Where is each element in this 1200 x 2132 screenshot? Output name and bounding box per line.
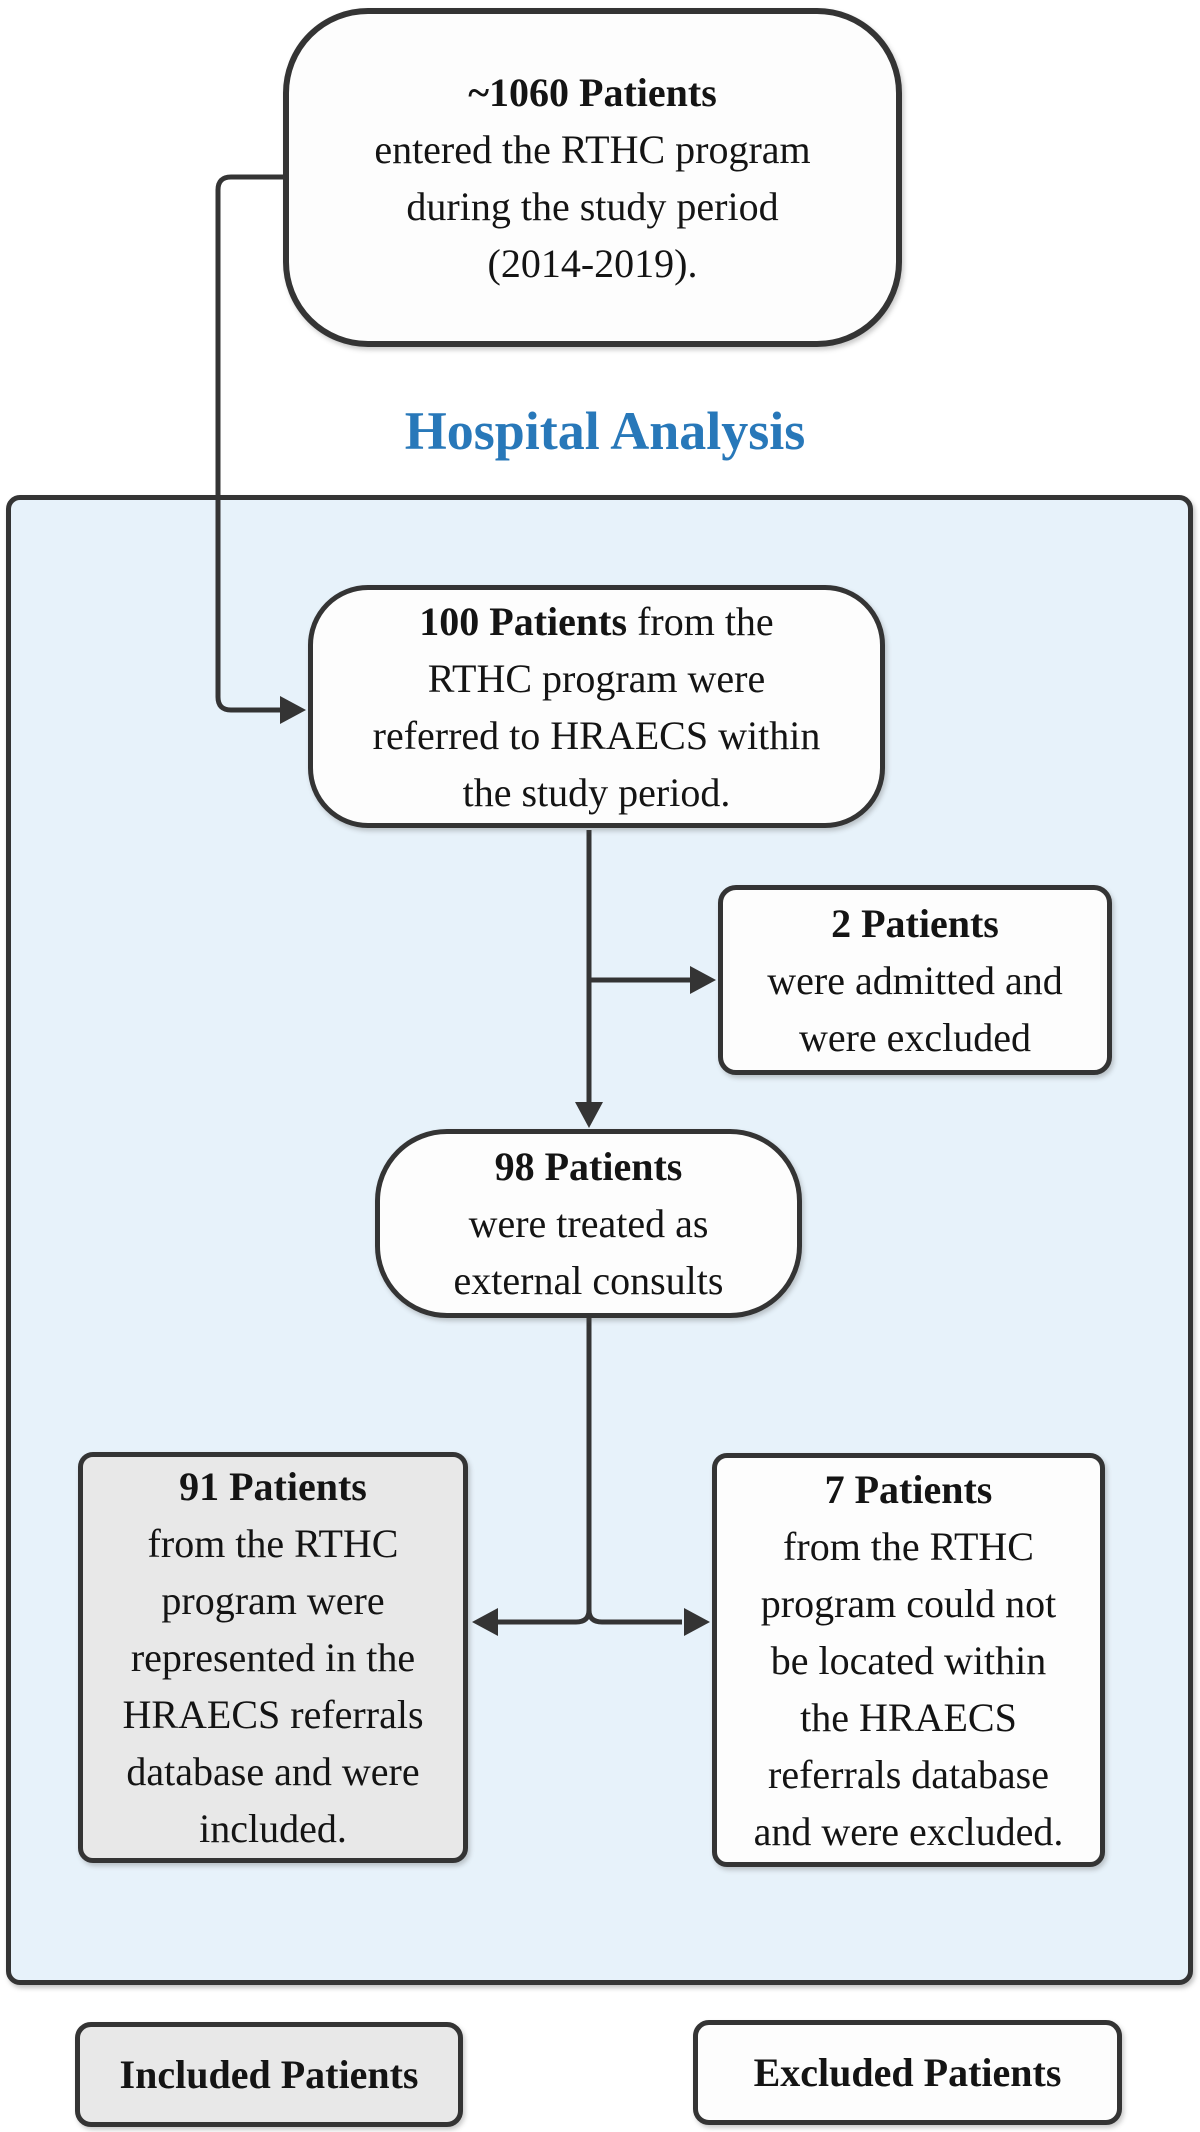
legend-included-label: Included Patients bbox=[119, 2052, 419, 2097]
node-referred-count: 100 Patients bbox=[419, 598, 628, 644]
legend-included-patients: Included Patients bbox=[75, 2022, 463, 2127]
node-entry-count: ~1060 Patients bbox=[468, 69, 717, 115]
node-external-count: 98 Patients bbox=[494, 1144, 683, 1189]
node-excluded-count: 7 Patients bbox=[824, 1466, 993, 1512]
node-included-count: 91 Patients bbox=[179, 1464, 367, 1509]
legend-excluded-patients: Excluded Patients bbox=[693, 2020, 1122, 2125]
legend-excluded-label: Excluded Patients bbox=[753, 2050, 1062, 2095]
node-admitted-count: 2 Patients bbox=[831, 900, 999, 946]
section-title: Hospital Analysis bbox=[404, 401, 806, 461]
